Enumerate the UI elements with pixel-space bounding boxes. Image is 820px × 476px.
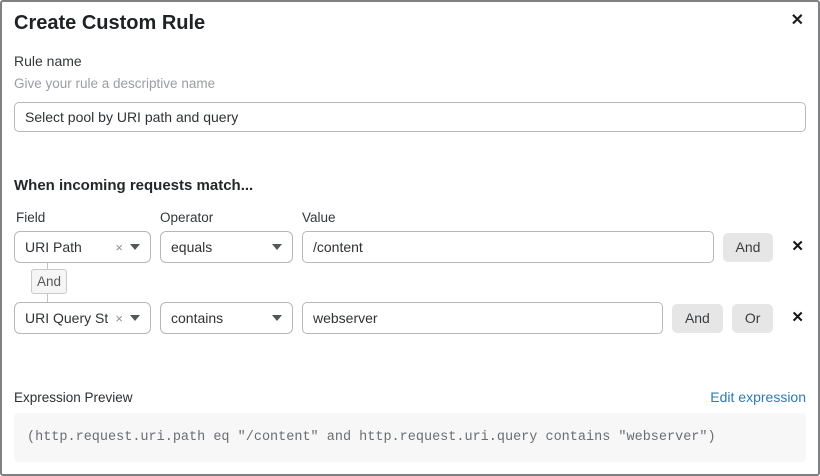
field-select[interactable]: URI Query St... × <box>14 302 151 334</box>
condition-row: URI Path × equals And ✕ <box>14 231 806 263</box>
operator-select[interactable]: contains <box>160 302 293 334</box>
operator-column-label: Operator <box>160 210 214 225</box>
chevron-down-icon <box>272 315 282 321</box>
operator-select[interactable]: equals <box>160 231 293 263</box>
chevron-down-icon <box>130 315 140 321</box>
rule-name-label: Rule name <box>14 53 82 69</box>
field-select[interactable]: URI Path × <box>14 231 151 263</box>
dialog-title: Create Custom Rule <box>14 12 206 34</box>
expression-preview-code: (http.request.uri.path eq "/content" and… <box>14 413 806 462</box>
expression-preview-label: Expression Preview <box>14 389 133 405</box>
column-labels: Field Operator Value <box>14 210 806 225</box>
value-input[interactable] <box>302 231 714 263</box>
field-select-value: URI Query St... <box>25 310 109 326</box>
clear-selection-icon[interactable]: × <box>115 239 123 255</box>
and-button[interactable]: And <box>722 232 774 262</box>
and-connector: And <box>31 263 67 302</box>
dialog-header: Create Custom Rule ✕ <box>14 2 806 36</box>
field-column-label: Field <box>16 210 46 225</box>
value-column-label: Value <box>302 210 336 225</box>
and-button[interactable]: And <box>671 303 723 333</box>
or-button[interactable]: Or <box>731 303 774 333</box>
value-input[interactable] <box>302 302 663 334</box>
chevron-down-icon <box>130 244 140 250</box>
operator-select-value: equals <box>171 239 213 255</box>
remove-condition-icon[interactable]: ✕ <box>791 238 804 255</box>
rule-name-input[interactable] <box>14 102 806 132</box>
rule-name-helper: Give your rule a descriptive name <box>14 76 216 91</box>
edit-expression-link[interactable]: Edit expression <box>710 389 806 405</box>
close-icon[interactable]: ✕ <box>790 12 804 29</box>
rule-name-section: Rule name Give your rule a descriptive n… <box>14 53 806 132</box>
condition-row: URI Query St... × contains And Or ✕ <box>14 302 806 334</box>
operator-select-value: contains <box>171 310 224 326</box>
chevron-down-icon <box>272 244 282 250</box>
field-select-value: URI Path <box>25 239 82 255</box>
remove-condition-icon[interactable]: ✕ <box>791 309 804 326</box>
expression-preview-header: Expression Preview Edit expression <box>14 389 806 405</box>
clear-selection-icon[interactable]: × <box>115 310 123 326</box>
match-heading: When incoming requests match... <box>14 177 254 194</box>
